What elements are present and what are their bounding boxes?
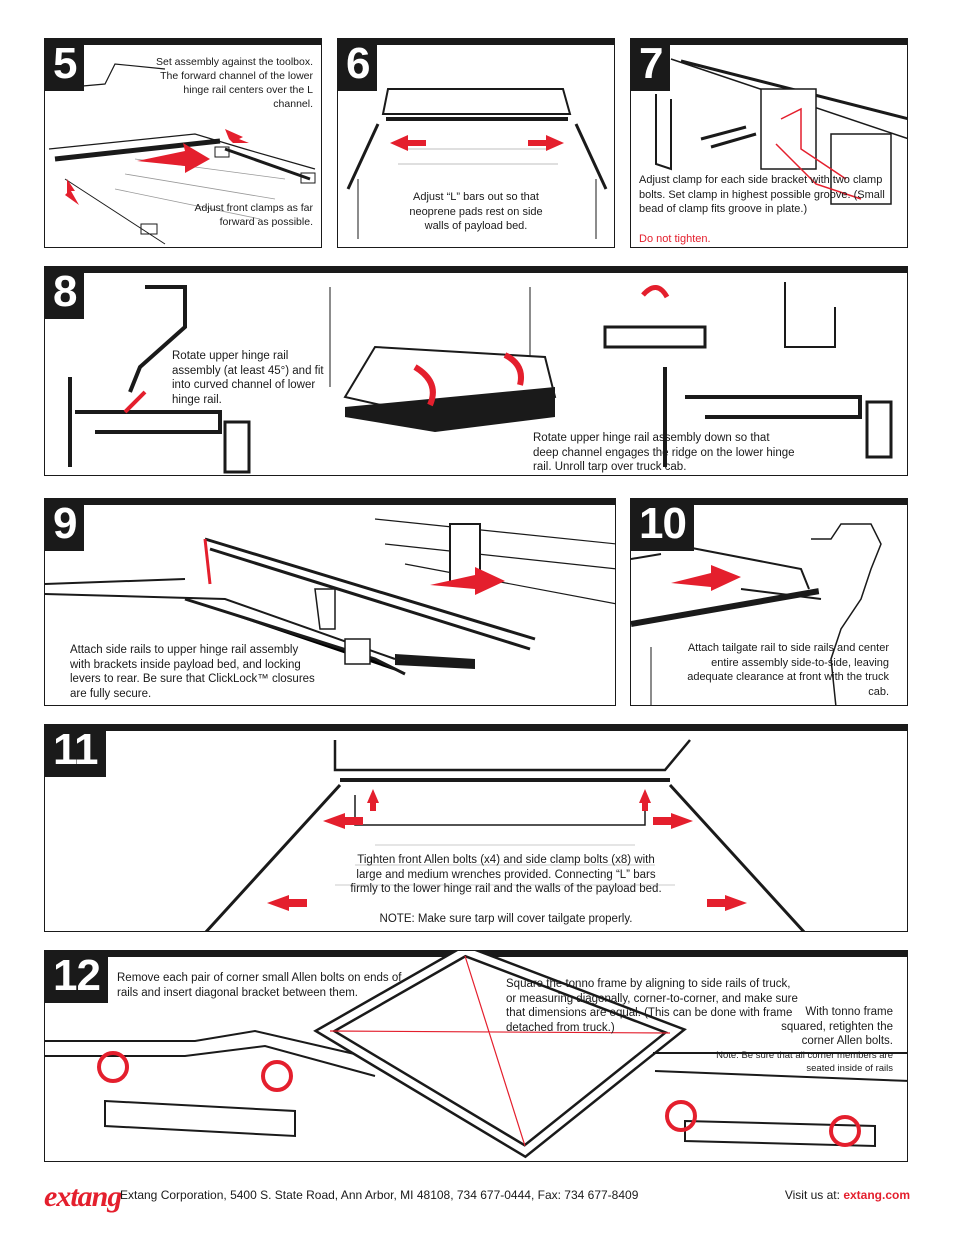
step-10-panel: 10 Attach tailgate rail to side rails an… [630,498,908,706]
panel-top-bar [45,267,907,273]
step-8-illustration [68,282,893,474]
step-12-illustration [45,951,907,1159]
visit-label: Visit us at: [784,1188,844,1202]
step-9-panel: 9 Attach side rails to upper hinge rail … [44,498,616,706]
step-8-panel: 8 Rotate upper hinge rail assembly (at l… [44,266,908,476]
step-11-note: NOTE: Make sure tarp will cover tailgate… [379,913,633,925]
panel-top-bar [338,39,614,45]
step-11-illustration [204,739,806,931]
step-11-panel: 11 Tighten front Allen bolts (x4) and si… [44,724,908,932]
step-12-instruction-3: With tonno frame squared, retighten the … [781,1006,893,1047]
step-5-panel: 5 Set assembly against the toolbox. The … [44,38,322,248]
extang-logo: extang [44,1180,122,1213]
step-number: 6 [338,39,378,91]
step-number: 8 [45,267,85,319]
step-7-warning: Do not tighten. [639,233,711,245]
website-url[interactable]: extang.com [843,1188,910,1202]
step-number: 10 [631,499,694,551]
company-address: Extang Corporation, 5400 S. State Road, … [120,1188,639,1202]
step-5-instruction: Set assembly against the toolbox. The fo… [155,56,313,110]
step-12-instruction-2: Square the tonno frame by aligning to si… [506,978,798,1034]
step-10-instruction: Attach tailgate rail to side rails and c… [687,642,889,698]
step-6-panel: 6 Adjust “L” bars out so that neoprene p… [337,38,615,248]
step-number: 7 [631,39,671,91]
step-6-instruction: Adjust “L” bars out so that neoprene pad… [409,191,543,232]
step-10-illustration [631,523,882,705]
step-9-instruction: Attach side rails to upper hinge rail as… [70,644,315,700]
step-number: 5 [45,39,85,91]
panel-top-bar [631,39,907,45]
step-number: 12 [45,951,108,1003]
step-number: 11 [45,725,106,777]
step-7-instruction: Adjust clamp for each side bracket with … [639,174,885,215]
step-11-instruction: Tighten front Allen bolts (x4) and side … [350,854,662,895]
panel-top-bar [45,725,907,731]
panel-top-bar [631,499,907,505]
step-number: 9 [45,499,85,551]
step-8-instruction-2: Rotate upper hinge rail assembly down so… [533,432,795,473]
step-9-illustration [45,518,615,676]
step-7-illustration [655,58,907,205]
panel-top-bar [45,499,615,505]
step-8-instruction-1: Rotate upper hinge rail assembly (at lea… [172,350,324,406]
visit-link[interactable]: Visit us at: extang.com [785,1188,910,1202]
step-5-note: Adjust front clamps as far forward as po… [194,202,313,228]
step-12-panel: 12 Remove each pair of corner small Alle… [44,950,908,1162]
step-12-instruction-1: Remove each pair of corner small Allen b… [117,972,402,999]
step-6-illustration [346,88,608,239]
step-12-note: Note: Be sure that all corner members ar… [716,1050,893,1074]
step-5-illustration [48,63,316,245]
panel-top-bar [45,39,321,45]
footer: extang Extang Corporation, 5400 S. State… [44,1176,910,1216]
step-7-panel: 7 Adjust clamp for each side bracket wit… [630,38,908,248]
